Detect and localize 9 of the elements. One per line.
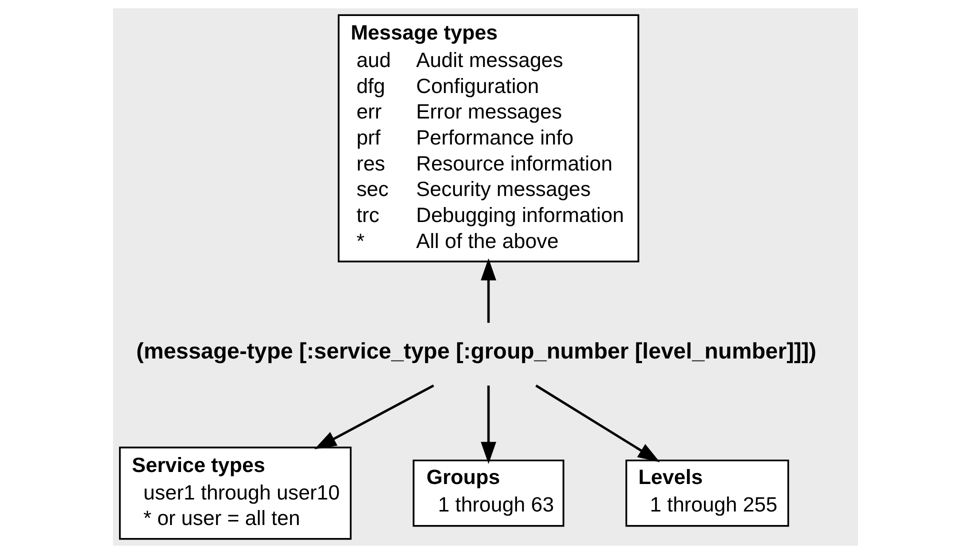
node-box: Service types user1 through user10 * or user = all ten — [118, 446, 352, 540]
node-box: Message types aud Audit messages dfg Configuration err Error messages prf Performance info res Resource information sec Security messages trc Debugging information * All of the above — [337, 14, 639, 262]
node-box: Levels 1 through 255 — [624, 460, 789, 527]
node-box: Groups 1 through 63 — [412, 460, 564, 527]
arrow — [480, 386, 496, 464]
arrow — [534, 384, 660, 462]
arrow — [314, 384, 434, 450]
arrow — [480, 258, 496, 323]
node-text: (message-type [:service_type [:group_number [level_number]]]) — [136, 338, 816, 364]
